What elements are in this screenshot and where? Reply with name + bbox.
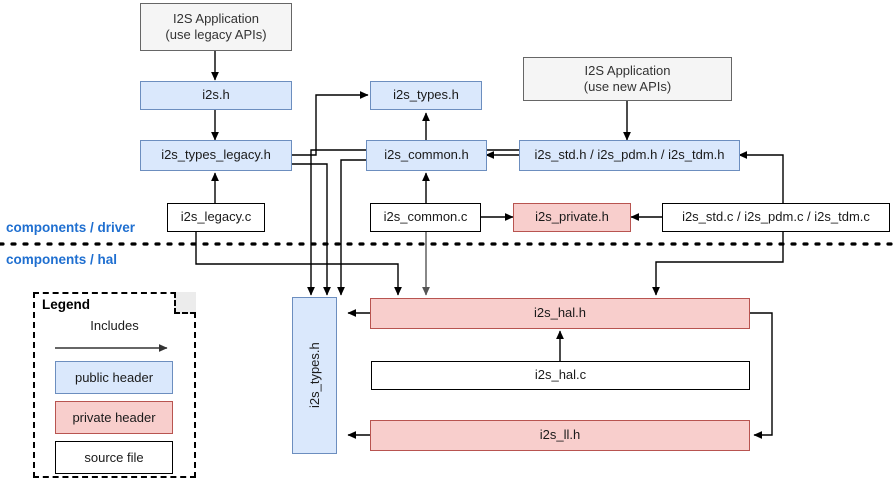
legend-swatch-public-header: public header — [55, 361, 173, 394]
legend-swatch-label: public header — [74, 370, 154, 385]
node-i2s-private-h[interactable]: i2s_private.h — [513, 203, 631, 232]
node-label: i2s_common.h — [384, 147, 469, 163]
node-i2s-common-c[interactable]: i2s_common.c — [370, 203, 481, 232]
legend: Legend Includes public header private he… — [33, 292, 196, 478]
legend-swatch-private-header: private header — [55, 401, 173, 434]
legend-swatch-label: private header — [72, 410, 156, 425]
divider-label-hal: components / hal — [6, 252, 118, 267]
node-i2s-ll-h[interactable]: i2s_ll.h — [370, 420, 750, 451]
legend-swatch-source-file: source file — [55, 441, 173, 474]
node-label: I2S Application (use new APIs) — [583, 62, 672, 94]
node-label: i2s_std.h / i2s_pdm.h / i2s_tdm.h — [534, 147, 725, 163]
node-i2s-types-h-hal[interactable]: i2s_types.h — [292, 297, 337, 454]
node-i2s-types-legacy-h[interactable]: i2s_types_legacy.h — [140, 140, 292, 171]
node-i2s-h[interactable]: i2s.h — [140, 81, 292, 110]
legend-fold-corner-icon — [174, 292, 196, 314]
node-i2s-hal-c[interactable]: i2s_hal.c — [371, 361, 750, 390]
node-app-legacy[interactable]: I2S Application (use legacy APIs) — [140, 3, 292, 51]
node-i2s-std-c[interactable]: i2s_std.c / i2s_pdm.c / i2s_tdm.c — [662, 203, 890, 232]
node-i2s-types-h[interactable]: i2s_types.h — [370, 81, 482, 110]
legend-swatch-label: source file — [84, 450, 144, 465]
divider-label-driver: components / driver — [6, 220, 136, 235]
node-i2s-common-h[interactable]: i2s_common.h — [366, 140, 487, 171]
node-label: i2s_types.h — [393, 87, 459, 103]
node-i2s-std-h[interactable]: i2s_std.h / i2s_pdm.h / i2s_tdm.h — [519, 140, 740, 171]
node-i2s-legacy-c[interactable]: i2s_legacy.c — [167, 203, 265, 232]
node-i2s-hal-h[interactable]: i2s_hal.h — [370, 298, 750, 329]
node-label: i2s_common.c — [383, 209, 468, 225]
node-label: i2s_legacy.c — [180, 209, 252, 225]
node-label: i2s_hal.h — [533, 305, 587, 321]
node-label: i2s_hal.c — [534, 367, 587, 383]
node-label: i2s_types_legacy.h — [161, 147, 271, 163]
legend-includes-label: Includes — [90, 318, 139, 333]
node-label: i2s_private.h — [535, 209, 609, 225]
legend-title: Legend — [42, 297, 91, 312]
node-label: i2s_std.c / i2s_pdm.c / i2s_tdm.c — [682, 209, 870, 225]
node-label: i2s_types.h — [306, 342, 322, 409]
node-label: I2S Application (use legacy APIs) — [165, 10, 267, 42]
node-label: i2s_ll.h — [539, 427, 581, 443]
node-app-new[interactable]: I2S Application (use new APIs) — [523, 57, 732, 101]
node-label: i2s.h — [202, 87, 230, 103]
legend-includes-arrow-icon — [55, 344, 168, 352]
